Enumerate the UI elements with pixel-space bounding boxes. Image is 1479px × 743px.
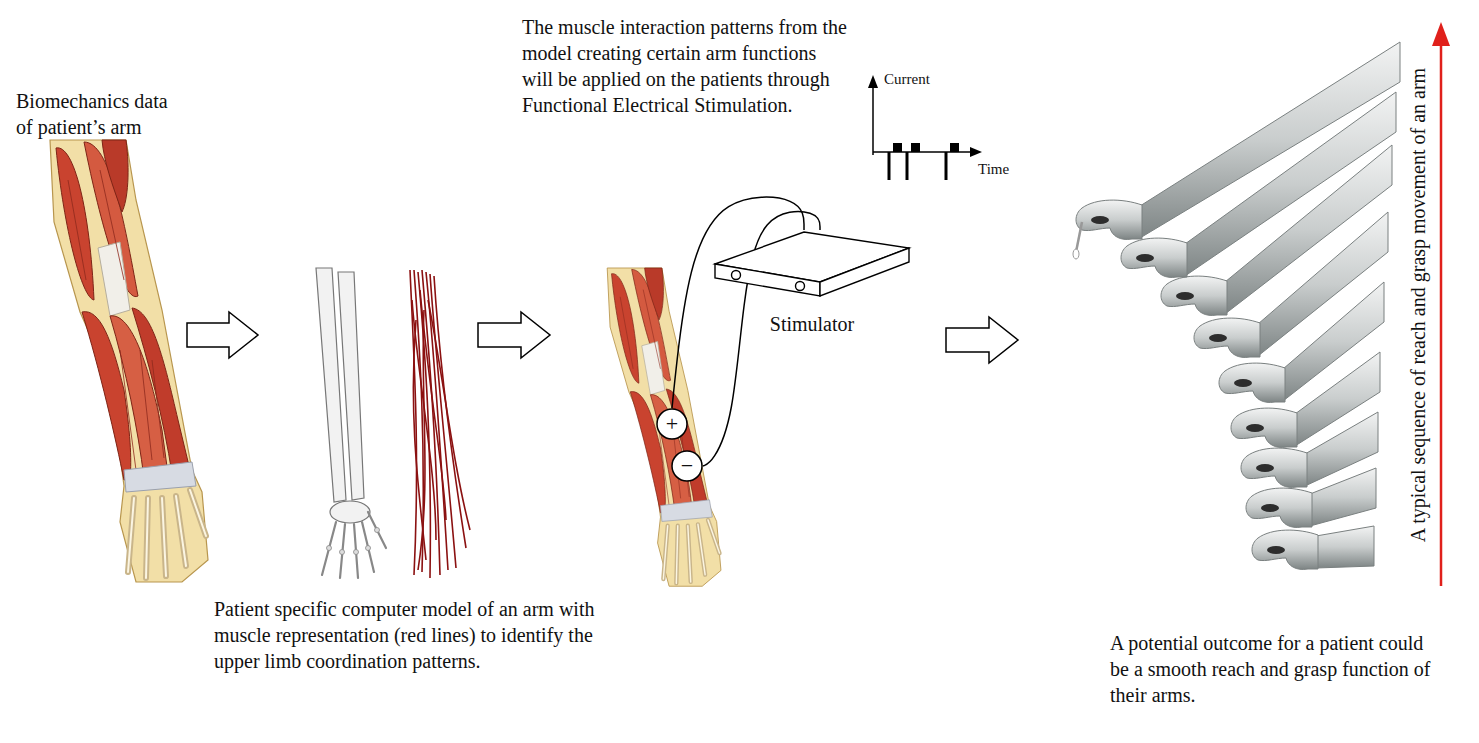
label-box: A potential outcome for a patient could … [1110,630,1432,708]
caption: Biomechanics data of patient’s arm [16,88,181,140]
label-box: Time [978,160,1038,178]
polarity-sign: + [656,408,688,440]
wire [672,197,804,408]
caption: Patient specific computer model of an ar… [214,596,599,674]
stimulator-box: Stimulator [712,230,912,344]
axis-label: Current [884,70,964,88]
axis-label: Time [978,160,1038,178]
label-box: A typical sequence of reach and grasp mo… [1406,25,1430,585]
label-box: The muscle interaction patterns from the… [522,14,850,118]
axis-label: A typical sequence of reach and grasp mo… [1406,25,1430,585]
label-box: Biomechanics data of patient’s arm [16,88,181,140]
caption: The muscle interaction patterns from the… [522,14,850,118]
caption: A potential outcome for a patient could … [1110,630,1432,708]
electrode-symbol: + [656,408,688,440]
label-box: Patient specific computer model of an ar… [214,596,599,674]
device-label: Stimulator [712,312,912,336]
polarity-sign: − [671,450,703,482]
electrode-symbol: − [671,450,703,482]
label-box: Current [884,70,964,88]
